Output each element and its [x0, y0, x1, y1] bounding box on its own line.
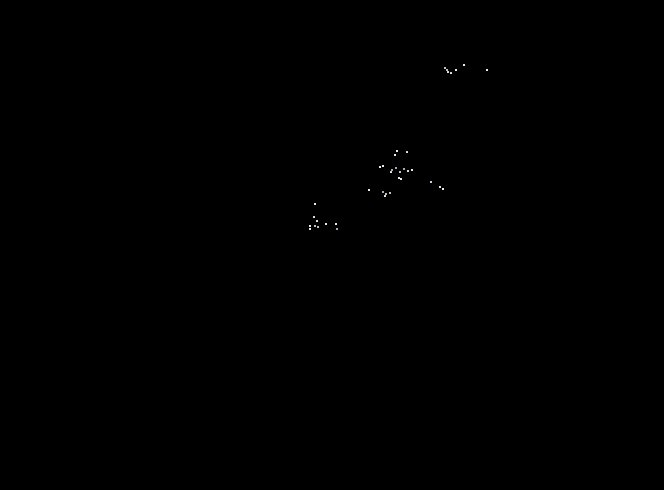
star [455, 69, 457, 71]
star [382, 165, 384, 167]
star [442, 188, 444, 190]
star [439, 186, 441, 188]
star [398, 177, 400, 179]
star [313, 224, 317, 228]
star [400, 178, 402, 180]
star [313, 216, 315, 218]
star [316, 220, 318, 222]
star [379, 166, 381, 168]
star [446, 69, 448, 71]
star [309, 225, 311, 227]
star [389, 192, 391, 194]
star [325, 223, 327, 225]
star [394, 166, 398, 170]
star [398, 170, 402, 174]
star [336, 228, 338, 230]
star [317, 226, 319, 228]
star [396, 150, 398, 152]
star [385, 193, 387, 195]
star [463, 64, 465, 66]
star [450, 72, 452, 74]
star [335, 223, 337, 225]
star [486, 69, 488, 71]
star [384, 195, 386, 197]
star [403, 168, 405, 170]
star [430, 181, 432, 183]
star [394, 154, 396, 156]
star [314, 203, 316, 205]
star [447, 71, 449, 73]
star [391, 169, 393, 171]
star [411, 169, 413, 171]
star [444, 67, 446, 69]
star [309, 228, 311, 230]
star [407, 170, 409, 172]
star [368, 189, 370, 191]
star [381, 190, 385, 194]
star [390, 171, 392, 173]
star [406, 151, 408, 153]
